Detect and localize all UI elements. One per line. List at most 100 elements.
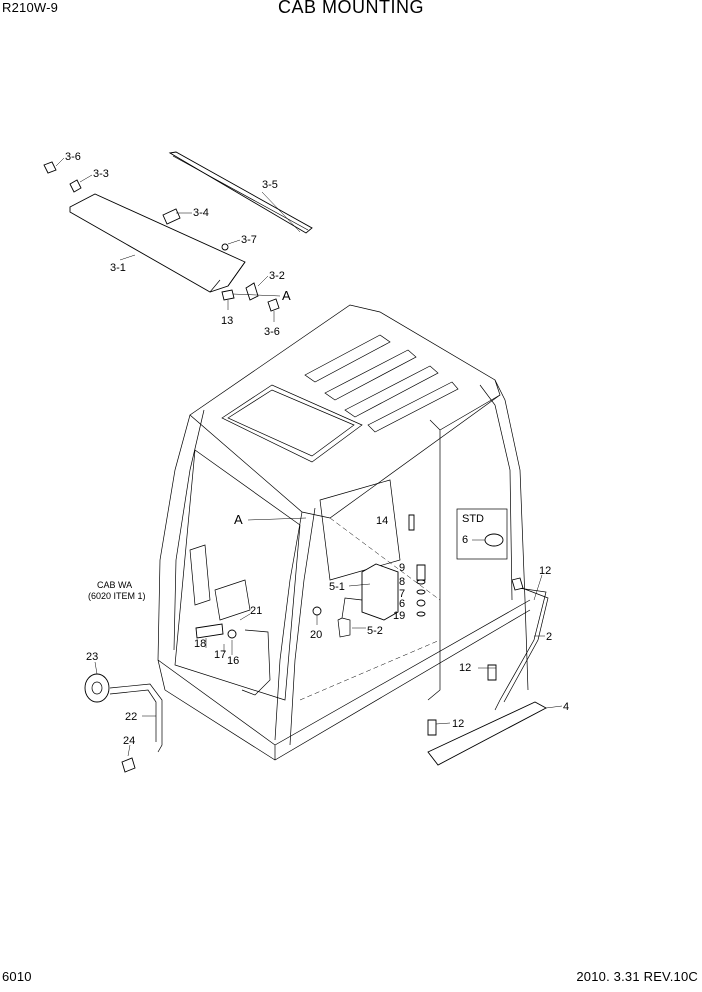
left-hardware [195,613,271,696]
callout-21: 21 [250,605,262,617]
revision-date: 2010. 3.31 REV.10C [576,969,698,984]
mirror-assembly [312,563,399,638]
bolt-9 [416,564,426,581]
bolt-12-mid [487,664,497,681]
roof-rib-3 [344,365,439,418]
callout-3-1: 3-1 [110,262,126,274]
callout-5-1: 5-1 [329,581,345,593]
roof-rib-4 [367,381,459,433]
washer-20 [312,606,322,616]
callout-14: 14 [376,515,388,527]
bracket-3-4 [162,208,181,225]
front-right-pillar [274,507,316,746]
roof-rib-2 [324,349,417,401]
callout-19: 19 [393,610,405,622]
mirror-leaders [316,583,371,629]
rear-panel [319,479,401,581]
callout-6: 6 [399,598,405,610]
cover-3-1 [69,193,246,293]
callout-3-7: 3-7 [241,234,257,246]
bolt-3-6-lower [267,298,280,312]
callout-22: 22 [125,711,137,723]
horn-23 [84,673,110,703]
std-box-frame [456,508,508,560]
mirror-arm-5-2 [337,597,363,638]
cab-frame [157,304,531,761]
bolt-13 [221,289,235,301]
callout-8: 8 [399,576,405,588]
plate-4 [427,701,547,766]
page-number: 6010 [2,969,32,984]
skylight [221,384,363,463]
callout-3-2: 3-2 [269,270,285,282]
grab-handle [241,629,271,696]
front-left-pillar [157,409,205,691]
callout-20: 20 [310,629,322,641]
hardware-stack [408,514,426,617]
callout-7: 7 [399,588,405,600]
callout-16: 16 [227,655,239,667]
note-cab-wa: CAB WA [97,580,132,590]
callout-4: 4 [563,701,569,713]
bracket-3-2 [245,282,259,301]
tube-22-inner [109,689,157,742]
std-box [456,508,508,560]
clip-3-3 [69,179,82,193]
handrail-2-inner [503,587,549,703]
callout-23: 23 [86,651,98,663]
washer-8 [416,579,426,585]
bolt-24 [121,757,136,773]
callout-labels: 3-6 3-3 3-5 3-4 3-7 3-1 3-2 A 13 3-6 A 1… [65,151,569,747]
item-6-cap [484,533,504,547]
callout-3-5: 3-5 [262,179,278,191]
callout-13: 13 [221,315,233,327]
door-frame [427,394,501,701]
washer-7 [416,589,426,595]
bolt-12-upper [511,577,524,591]
roof-rib-1 [304,334,391,383]
callout-3-6: 3-6 [65,151,81,163]
cover-3-1-edge [209,261,246,293]
handrail-assembly [427,574,563,766]
callout-12-upper: 12 [539,565,551,577]
page-title: CAB MOUNTING [277,0,424,17]
horn-23-center [91,681,103,695]
std-label: STD [462,513,484,525]
std-item-6: 6 [462,534,468,546]
callout-12-lower: 12 [452,718,464,730]
bolt-14 [408,514,415,531]
roof-cover-assembly [43,151,313,322]
skylight-inner [227,389,355,457]
cab-base [157,599,531,761]
callout-24: 24 [123,735,135,747]
callout-3-4: 3-4 [193,207,209,219]
cab-roof-outline [189,304,501,519]
callout-12-mid: 12 [459,662,471,674]
handrail-leaders [435,574,563,725]
callout-2: 2 [546,631,552,643]
roof-leader-lines [55,157,301,322]
leader-A [247,517,307,521]
callout-17: 17 [214,649,226,661]
grommet-6 [416,599,426,607]
tube-22 [109,683,163,753]
callout-5-2: 5-2 [367,625,383,637]
front-window [174,449,301,701]
interior-console [189,544,251,621]
washer-16 [227,629,237,639]
callout-A-lower: A [234,512,243,527]
bolt-18 [195,623,224,639]
callout-A-upper: A [282,288,291,303]
bolt-12-lower [427,719,437,736]
left-leaders [205,613,251,655]
rear-right-pillar [479,379,529,691]
callout-3-3: 3-3 [93,168,109,180]
hidden-lines [299,517,441,701]
horn-assembly [84,661,163,773]
handrail-2 [494,587,547,711]
horn-leaders [94,661,156,757]
nut-19 [416,611,426,617]
callout-9: 9 [399,562,405,574]
